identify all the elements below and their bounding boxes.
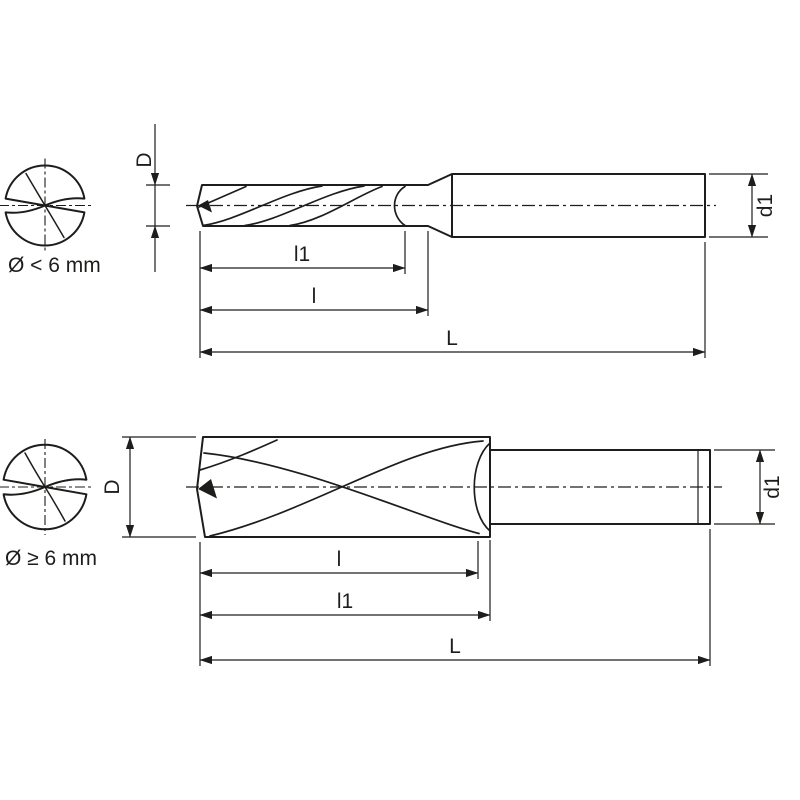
dimensions-small: D d1 l1 l L [133, 124, 777, 358]
tool-outline [196, 173, 706, 238]
flute-runout-curve [393, 185, 406, 227]
tool-outline [196, 436, 711, 538]
tip-cutting-edge [198, 479, 217, 499]
endview-gash-line [44, 486, 66, 522]
dim-label-l: l [312, 285, 317, 308]
flute-helix-line [244, 185, 365, 227]
dim-label-l: l [337, 548, 342, 571]
dim-label-l1: l1 [294, 243, 310, 266]
variant-small-diameter: D d1 l1 l L Ø < 6 mm [0, 124, 777, 358]
tip-edge-line [198, 185, 247, 208]
side-view-small [186, 173, 716, 238]
endview-gash-line [44, 204, 65, 239]
tip-edge-line [199, 439, 278, 471]
dim-label-l1: l1 [337, 590, 353, 613]
label-diameter-range-large: Ø ≥ 6 mm [5, 547, 97, 570]
dim-label-D: D [101, 479, 124, 494]
flute-helix-line [202, 185, 323, 227]
dim-label-L: L [446, 327, 458, 350]
variant-large-diameter: D d1 l l1 L Ø ≥ 6 mm [0, 436, 784, 666]
dim-label-L: L [449, 635, 461, 658]
dim-label-d1: d1 [754, 194, 777, 217]
end-view-large [0, 439, 93, 535]
flute-helix-line [289, 185, 383, 227]
flute-runout-curve [473, 442, 491, 532]
endview-outline [2, 443, 88, 531]
side-view-large [186, 436, 722, 538]
dim-label-D: D [133, 152, 156, 167]
end-view-small [0, 158, 93, 253]
label-diameter-range-small: Ø < 6 mm [8, 254, 101, 277]
endview-outline [4, 164, 86, 247]
endview-gash-line [25, 172, 46, 207]
dimensions-large: D d1 l l1 L [101, 436, 784, 666]
flute-helix-line [209, 440, 484, 537]
flute-helix-line [203, 452, 480, 535]
endview-gash-line [24, 452, 46, 488]
dim-label-d1: d1 [761, 475, 784, 498]
